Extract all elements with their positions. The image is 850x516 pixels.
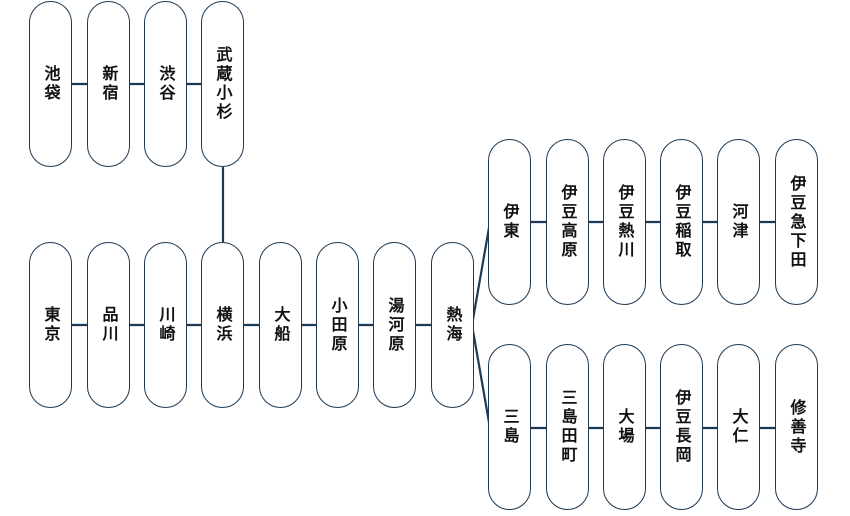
station-name: 小田原 — [328, 296, 348, 354]
station-ito: 伊東 — [488, 139, 531, 305]
station-name: 武蔵小杉 — [213, 46, 233, 122]
station-yugawara: 湯河原 — [373, 242, 416, 408]
station-mishima: 三島 — [488, 344, 531, 510]
station-name: 三島田町 — [558, 389, 578, 465]
station-name: 修善寺 — [787, 398, 807, 456]
station-shibuya: 渋谷 — [144, 1, 187, 167]
station-name: 横浜 — [213, 306, 233, 344]
station-name: 川崎 — [156, 306, 176, 344]
station-izukyushimoda: 伊豆急下田 — [775, 139, 818, 305]
station-izuatagawa: 伊豆熱川 — [603, 139, 646, 305]
station-name: 品川 — [99, 306, 119, 344]
station-name: 熱海 — [443, 306, 463, 344]
station-name: 河津 — [729, 203, 749, 241]
station-name: 伊東 — [500, 203, 520, 241]
station-name: 伊豆急下田 — [787, 174, 807, 270]
station-name: 大場 — [615, 408, 635, 446]
station-kawazu: 河津 — [717, 139, 760, 305]
station-musashikosugi: 武蔵小杉 — [201, 1, 244, 167]
station-name: 三島 — [500, 408, 520, 446]
station-ofuna: 大船 — [259, 242, 302, 408]
station-izunagaoka: 伊豆長岡 — [660, 344, 703, 510]
station-name: 伊豆高原 — [558, 184, 578, 260]
station-name: 大船 — [271, 306, 291, 344]
station-name: 湯河原 — [385, 296, 405, 354]
station-kawasaki: 川崎 — [144, 242, 187, 408]
station-tokyo: 東京 — [29, 242, 72, 408]
station-mishimatamachi: 三島田町 — [546, 344, 589, 510]
station-atami: 熱海 — [431, 242, 474, 408]
station-ikebukuro: 池袋 — [29, 1, 72, 167]
station-ohito: 大仁 — [717, 344, 760, 510]
station-name: 大仁 — [729, 408, 749, 446]
station-name: 伊豆稲取 — [672, 184, 692, 260]
station-name: 伊豆熱川 — [615, 184, 635, 260]
station-izukogen: 伊豆高原 — [546, 139, 589, 305]
connector-atami-ito — [470, 221, 492, 326]
connector-atami-mishima — [470, 324, 492, 429]
station-name: 新宿 — [99, 65, 119, 103]
station-shuzenji: 修善寺 — [775, 344, 818, 510]
station-daiba: 大場 — [603, 344, 646, 510]
station-name: 伊豆長岡 — [672, 389, 692, 465]
station-name: 池袋 — [41, 65, 61, 103]
station-izuinatori: 伊豆稲取 — [660, 139, 703, 305]
station-shinagawa: 品川 — [87, 242, 130, 408]
station-odawara: 小田原 — [316, 242, 359, 408]
station-name: 渋谷 — [156, 65, 176, 103]
station-name: 東京 — [41, 306, 61, 344]
station-yokohama: 横浜 — [201, 242, 244, 408]
station-shinjuku: 新宿 — [87, 1, 130, 167]
